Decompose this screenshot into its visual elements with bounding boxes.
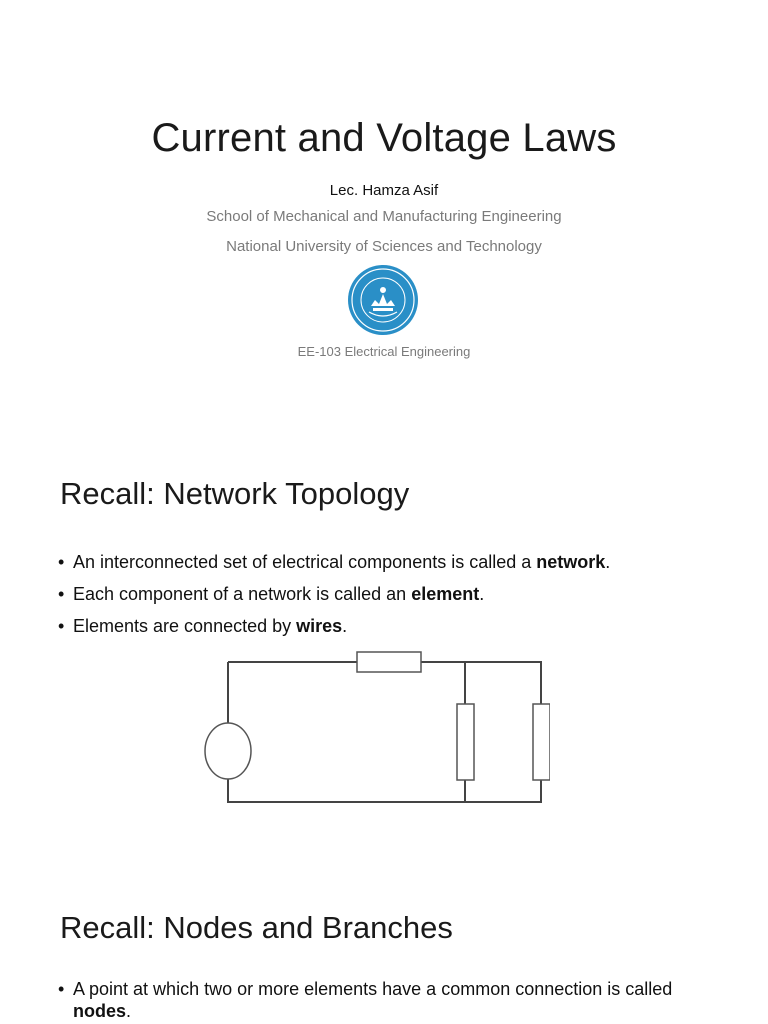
bullet-term: element: [411, 584, 480, 604]
list-item: Elements are connected by wires.: [58, 610, 718, 642]
bullet-text: Elements are connected by: [73, 616, 297, 636]
university-name: National University of Sciences and Tech…: [226, 238, 542, 255]
bullet-text: An interconnected set of electrical comp…: [73, 552, 537, 572]
resistor-right: [532, 703, 550, 781]
slide-title: Current and Voltage Laws: [151, 116, 617, 160]
resistor-middle: [456, 703, 475, 781]
resistor-top: [356, 651, 422, 673]
circuit-diagram: [204, 651, 550, 803]
nodes-bullet-list: A point at which two or more elements ha…: [58, 978, 718, 1022]
voltage-source: [204, 722, 252, 780]
topology-bullet-list: An interconnected set of electrical comp…: [58, 546, 718, 642]
list-item: Each component of a network is called an…: [58, 578, 718, 610]
bullet-punct: .: [126, 1001, 132, 1021]
bullet-punct: .: [605, 552, 611, 572]
university-logo: [348, 265, 418, 335]
list-item: An interconnected set of electrical comp…: [58, 546, 718, 578]
list-item: A point at which two or more elements ha…: [58, 978, 718, 1022]
circuit-wire: [227, 778, 542, 803]
circuit-wire: [421, 661, 542, 704]
bullet-text: A point at which two or more elements ha…: [73, 979, 673, 999]
bullet-text: Each component of a network is called an: [73, 584, 412, 604]
lecturer-name: Lec. Hamza Asif: [329, 182, 439, 199]
bullet-term: wires: [296, 616, 343, 636]
bullet-term: network: [536, 552, 606, 572]
topology-heading: Recall: Network Topology: [60, 476, 410, 511]
bullet-punct: .: [342, 616, 348, 636]
bullet-term: nodes: [73, 1001, 127, 1021]
course-code: EE-103 Electrical Engineering: [297, 344, 471, 359]
nodes-heading: Recall: Nodes and Branches: [60, 910, 453, 945]
school-name: School of Mechanical and Manufacturing E…: [206, 208, 562, 225]
bullet-punct: .: [479, 584, 485, 604]
